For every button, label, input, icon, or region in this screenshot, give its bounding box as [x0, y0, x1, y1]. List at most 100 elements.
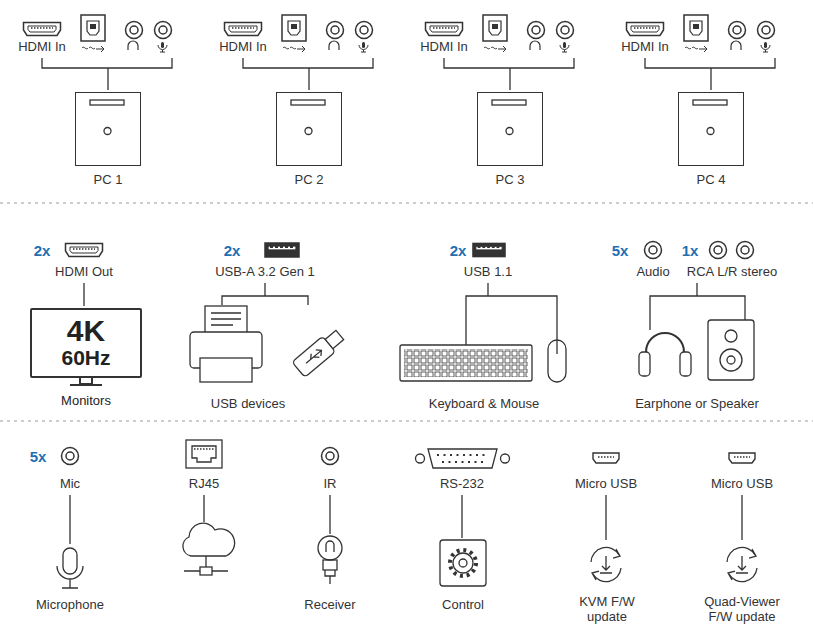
port-label: RS-232 — [440, 476, 484, 491]
icon-rect — [200, 567, 212, 575]
device-label: USB devices — [211, 396, 285, 411]
icon-path — [0, 421, 813, 422]
icon-path — [646, 333, 684, 360]
icon-path — [325, 570, 335, 584]
icon-circle — [453, 553, 473, 573]
icon-path — [437, 455, 489, 462]
icon-circle — [416, 454, 425, 463]
icon-circle — [720, 349, 742, 371]
port-label: HDMI In — [420, 39, 468, 54]
icon-path — [0, 203, 813, 204]
pc-label: PC 2 — [295, 172, 324, 187]
port-label: USB 1.1 — [464, 264, 512, 279]
icon-path — [192, 446, 216, 462]
icon-circle — [725, 330, 737, 342]
monitor-label: Monitors — [61, 394, 111, 408]
icon-path — [57, 566, 83, 588]
port-label: RJ45 — [189, 476, 219, 491]
icon-use — [729, 453, 755, 463]
icon-g — [292, 327, 346, 377]
icon-rect — [404, 349, 528, 377]
icon-rect — [680, 352, 691, 376]
icon-path — [203, 495, 204, 522]
icon-rect — [63, 548, 77, 574]
count-badge: 1x — [682, 242, 699, 259]
port-label: HDMI Out — [55, 264, 113, 279]
icon-circle — [318, 536, 342, 560]
port-label: RCA L/R stereo — [687, 264, 777, 279]
icon-rect — [708, 320, 754, 380]
pc-case — [477, 92, 543, 166]
icon-path — [184, 556, 228, 571]
pc-case — [75, 92, 141, 166]
icon-rect — [186, 440, 222, 468]
pc-tower: PC 3 — [477, 92, 543, 188]
control-ports — [57, 440, 757, 588]
icon-use — [710, 242, 727, 259]
icon-use — [645, 242, 662, 259]
device-label: Microphone — [36, 597, 104, 612]
icon-use — [737, 242, 754, 259]
count-badge: 5x — [612, 242, 629, 259]
icon-path — [222, 283, 308, 305]
icon-path — [428, 449, 497, 468]
separators — [0, 203, 813, 421]
icon-path — [69, 495, 70, 544]
icon-rect — [205, 306, 247, 334]
pc-tower: PC 4 — [678, 92, 744, 188]
icon-circle — [450, 550, 476, 576]
port-label: Audio — [636, 264, 669, 279]
port-label: HDMI In — [18, 39, 66, 54]
icon-path — [736, 556, 748, 573]
icon-use — [322, 448, 339, 465]
icon-rect — [325, 330, 343, 348]
monitor: 4K60HzMonitors — [30, 308, 142, 410]
count-badge: 2x — [34, 242, 51, 259]
icon-path — [183, 523, 235, 556]
pc-ports — [24, 15, 776, 90]
port-label: Micro USB — [711, 476, 773, 491]
icon-circle — [501, 454, 510, 463]
icon-use — [265, 243, 299, 257]
pc-label: PC 1 — [94, 172, 123, 187]
monitor-stand — [30, 378, 142, 392]
icon-path — [83, 283, 84, 306]
device-label: Quad-Viewer F/W update — [694, 594, 790, 624]
icon-rect — [400, 345, 532, 381]
icon-rect — [440, 540, 486, 586]
icon-path — [329, 495, 330, 534]
device-label: Keyboard & Mouse — [429, 396, 540, 411]
port-label: Mic — [60, 476, 80, 491]
icon-path — [304, 347, 324, 366]
icon-use — [593, 453, 619, 463]
device-label: Earphone or Speaker — [635, 396, 759, 411]
icon-path — [194, 448, 214, 449]
icon-path — [556, 340, 557, 354]
icon-path — [466, 283, 557, 345]
icon-use — [62, 448, 79, 465]
pc-detail — [478, 93, 541, 164]
icon-rect — [323, 560, 337, 570]
pc-detail — [76, 93, 139, 164]
port-label: IR — [324, 476, 337, 491]
icon-rect — [639, 352, 650, 376]
device-label: Control — [442, 597, 484, 612]
port-label: HDMI In — [621, 39, 669, 54]
icon-path — [461, 495, 462, 538]
icon-circle — [727, 356, 735, 364]
count-badge: 2x — [224, 242, 241, 259]
device-label: KVM F/W update — [561, 594, 653, 624]
pc-case — [678, 92, 744, 166]
monitor-spec: 60Hz — [61, 346, 110, 369]
pc-tower: PC 1 — [75, 92, 141, 188]
pc-label: PC 3 — [496, 172, 525, 187]
icon-path — [741, 495, 742, 540]
count-badge: 5x — [30, 448, 47, 465]
pc-case — [276, 92, 342, 166]
icon-circle — [459, 559, 467, 567]
monitor-spec: 4K — [67, 314, 105, 347]
icon-path — [605, 495, 606, 540]
pc-detail — [277, 93, 340, 164]
outputs — [66, 242, 755, 383]
